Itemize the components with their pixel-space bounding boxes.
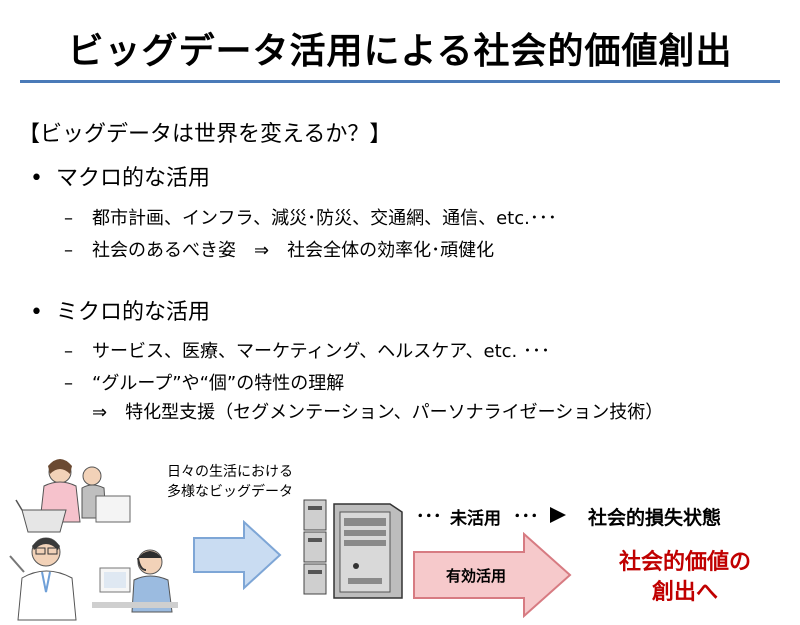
input-arrow: [193, 520, 282, 590]
dash-marker: –: [64, 240, 73, 261]
sub-item-micro-2: –“グループ”や“個”の特性の理解: [64, 369, 344, 395]
data-caption: 日々の生活における 多様なビッグデータ: [150, 462, 310, 502]
bullet-marker: •: [30, 300, 43, 325]
doctor-figure: [9, 537, 77, 621]
unused-label: 未活用: [450, 509, 501, 529]
sub-item-text: サービス、医療、マーケティング、ヘルスケア、etc. ･･･: [92, 341, 550, 362]
caption-line-1: 日々の生活における: [167, 464, 293, 480]
caption-line-2: 多様なビッグデータ: [167, 484, 293, 500]
slide-title: ビッグデータ活用による社会的価値創出: [67, 31, 733, 72]
title-divider: [20, 80, 780, 83]
dash-marker: –: [64, 208, 73, 229]
bullet-macro: • マクロ的な活用: [30, 160, 210, 192]
sub-item-micro-1: –サービス、医療、マーケティング、ヘルスケア、etc. ･･･: [64, 337, 550, 363]
social-value-result: 社会的価値の 創出へ: [585, 548, 785, 608]
sub-item-text: 社会のあるべき姿 ⇒ 社会全体の効率化･頑健化: [92, 240, 495, 261]
people-illustration: [9, 459, 178, 621]
dash-marker: –: [64, 373, 73, 394]
shoppers-figure: [15, 459, 131, 533]
sub-item-macro-1: –都市計画、インフラ、減災･防災、交通網、通信、etc.･･･: [64, 204, 557, 230]
unused-arrow-head: [550, 507, 566, 523]
bullet-marker: •: [30, 166, 43, 191]
bullet-micro-label: ミクロ的な活用: [56, 300, 211, 325]
dash-marker: –: [64, 341, 73, 362]
bullet-macro-label: マクロ的な活用: [56, 166, 211, 191]
storage-stack-icon: [303, 499, 327, 595]
server-icon: [303, 499, 403, 599]
bullet-micro: • ミクロ的な活用: [30, 294, 210, 326]
tower-server-icon: [333, 503, 403, 599]
result-line-2: 創出へ: [651, 580, 718, 605]
effective-use-label: 有効活用: [446, 567, 507, 585]
unused-dots-right: ･･･: [513, 507, 539, 527]
unused-dots-left: ･･･: [416, 507, 442, 527]
sub-item-macro-2: –社会のあるべき姿 ⇒ 社会全体の効率化･頑健化: [64, 236, 494, 262]
result-line-1: 社会的価値の: [618, 550, 751, 575]
effective-use-arrow: [413, 532, 572, 618]
sub-item-micro-continuation: ⇒ 特化型支援（セグメンテーション、パーソナライゼーション技術）: [92, 402, 664, 423]
operator-figure: [92, 549, 178, 613]
sub-item-text: “グループ”や“個”の特性の理解: [92, 373, 345, 394]
slide-question: 【ビッグデータは世界を変えるか？】: [18, 122, 392, 147]
sub-item-text: 都市計画、インフラ、減災･防災、交通網、通信、etc.･･･: [92, 208, 557, 229]
loss-state-label: 社会的損失状態: [588, 507, 722, 529]
